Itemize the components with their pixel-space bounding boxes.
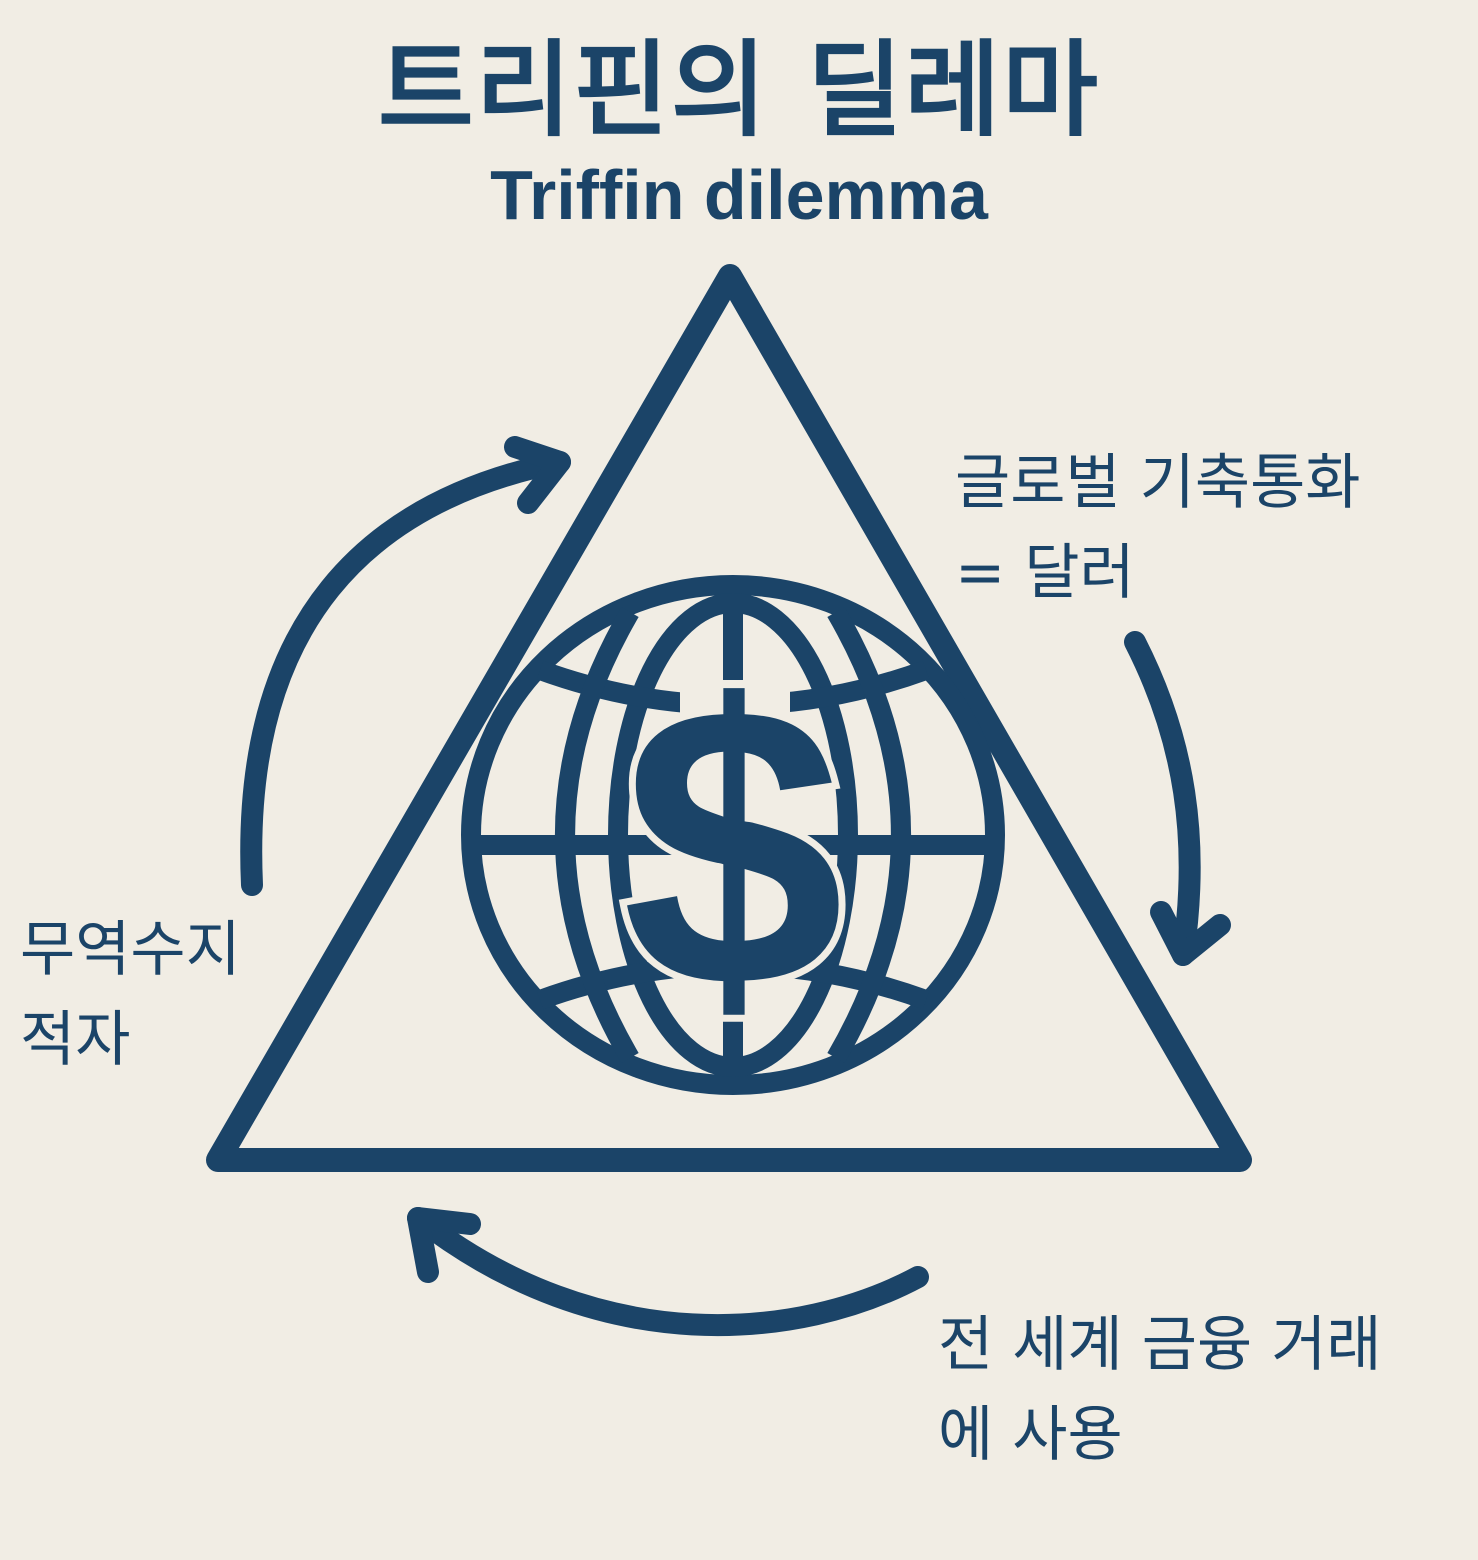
arrow-bottom-to-left-icon: [407, 1207, 929, 1337]
label-reserve-currency-line1: 글로벌 기축통화: [955, 448, 1361, 518]
label-reserve-currency-line2: = 달러: [955, 538, 1135, 608]
dollar-sign-icon: $: [615, 616, 851, 1077]
label-reserve-currency: 글로벌 기축통화 = 달러: [955, 438, 1360, 618]
label-global-finance-line2: 에 사용: [938, 1400, 1123, 1470]
arrow-right-down-icon: [1124, 631, 1231, 966]
svg-text:$: $: [622, 623, 844, 1070]
page-subtitle: Triffin dilemma: [490, 156, 988, 234]
label-trade-deficit: 무역수지 적자: [20, 905, 241, 1085]
triangle-shape: [206, 264, 1252, 1172]
arrow-left-to-top-icon: [240, 436, 571, 896]
label-global-finance: 전 세계 금융 거래 에 사용: [938, 1300, 1382, 1480]
page-title: 트리핀의 딜레마: [378, 29, 1100, 151]
label-trade-deficit-line2: 적자: [20, 1005, 131, 1075]
label-trade-deficit-line1: 무역수지: [20, 915, 241, 985]
label-global-finance-line1: 전 세계 금융 거래: [938, 1310, 1382, 1380]
